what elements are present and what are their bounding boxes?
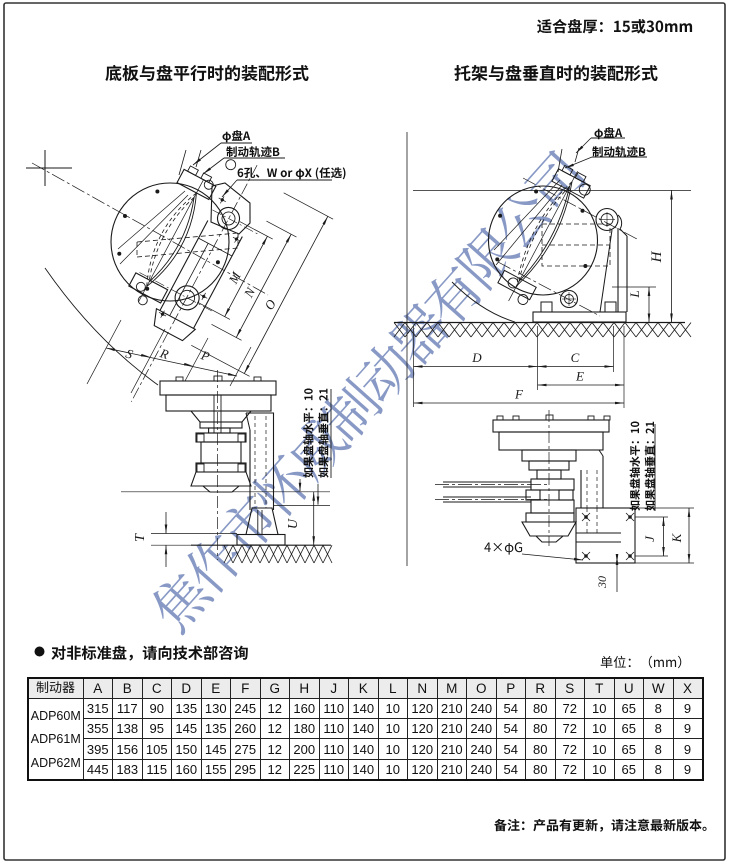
svg-text:R: R xyxy=(157,345,170,362)
svg-text:P: P xyxy=(198,347,211,364)
svg-text:L: L xyxy=(627,290,642,298)
svg-text:U: U xyxy=(286,518,301,529)
svg-text:E: E xyxy=(575,369,584,384)
svg-text:C: C xyxy=(571,350,580,365)
svg-text:K: K xyxy=(669,532,684,543)
svg-text:J: J xyxy=(642,535,657,542)
svg-text:S: S xyxy=(124,346,135,362)
svg-text:H: H xyxy=(649,250,665,263)
svg-text:30: 30 xyxy=(595,576,609,589)
svg-text:D: D xyxy=(471,350,482,365)
svg-text:F: F xyxy=(514,387,524,402)
svg-text:T: T xyxy=(133,533,148,542)
